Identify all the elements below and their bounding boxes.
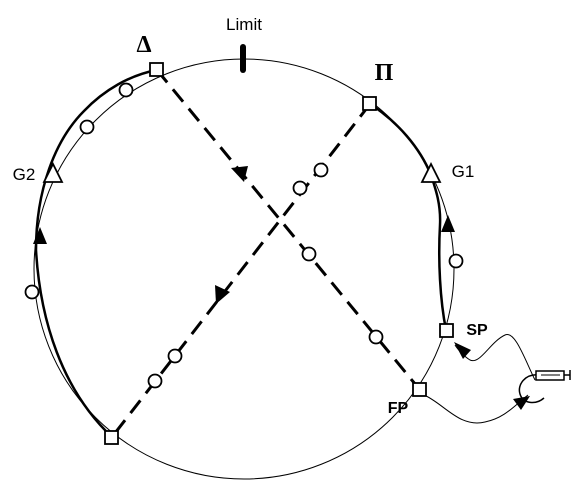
dashed-line-pi-bottomleft [110, 103, 372, 438]
arrowhead-icon [231, 166, 248, 182]
limit-label: Limit [226, 15, 262, 34]
square-node-fp [412, 382, 427, 397]
circle-node-icon [24, 284, 40, 300]
tubing-from-fp [425, 394, 529, 424]
circle-node-icon [448, 253, 464, 269]
circle-node-icon [79, 119, 95, 135]
circle-node-icon [167, 348, 183, 364]
circle-node-icon [301, 246, 317, 262]
arrowhead-icon [513, 396, 530, 410]
delta-label: Δ [136, 32, 151, 58]
g2-label: G2 [13, 165, 36, 184]
pi-label: Π [375, 60, 394, 86]
arrowhead-icon [215, 285, 230, 304]
g1-label: G1 [452, 162, 475, 181]
circle-node-icon [292, 180, 308, 196]
syringe-icon [518, 370, 571, 404]
fp-label: FP [388, 400, 409, 417]
arrowhead-icon [454, 342, 471, 359]
circle-node-icon [368, 329, 384, 345]
triangle-node-g1 [420, 161, 442, 183]
tubing-to-sp [454, 334, 536, 381]
square-node-bottom-left [104, 430, 119, 445]
left-thick-arc [34, 68, 158, 438]
arrowhead-icon [441, 215, 455, 232]
circle-node-icon [118, 82, 134, 98]
sp-label: SP [466, 322, 488, 339]
dashed-line-delta-fp [155, 69, 422, 391]
arrowhead-icon [33, 227, 47, 244]
square-node-pi [362, 96, 377, 111]
square-node-delta [149, 62, 164, 77]
circle-node-icon [147, 373, 163, 389]
circle-node-icon [313, 162, 329, 178]
square-node-sp [439, 323, 454, 338]
right-thick-arc [369, 102, 448, 331]
triangle-node-g2 [42, 161, 64, 183]
